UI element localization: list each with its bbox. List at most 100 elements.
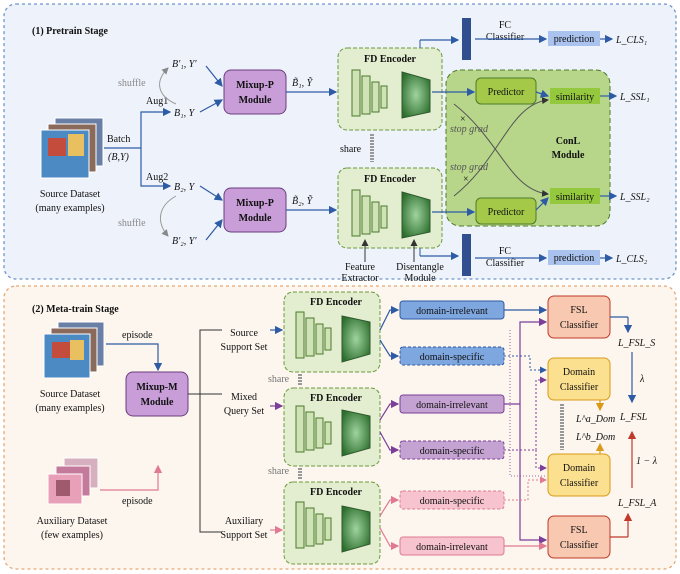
conl-line1: ConL xyxy=(556,136,581,147)
feat-0: domain-irrelevant xyxy=(416,306,488,317)
fc2-line1: FC xyxy=(499,246,512,257)
mixup-m-line1: Mixup-M xyxy=(136,382,178,393)
predictor-2-label: Predictor xyxy=(488,207,525,218)
stage1-source-line1: Source Dataset xyxy=(40,189,100,200)
aux-line2: (few examples) xyxy=(41,530,103,541)
feature-extractor-line2: Extractor xyxy=(341,273,379,284)
stage2-title: (2) Meta-train Stage xyxy=(32,304,119,315)
mixup-p-1-line1: Mixup-P xyxy=(236,80,274,91)
lcls1: L_CLS₁ xyxy=(615,35,647,46)
source-dataset-images-1 xyxy=(40,117,104,179)
lssl2: L_SSL₂ xyxy=(619,192,650,203)
stage1-source-line2: (many examples) xyxy=(35,203,104,214)
fc1-line1: FC xyxy=(499,20,512,31)
dom-bot-line1: Domain xyxy=(563,463,595,474)
set-3-line2: Support Set xyxy=(221,530,268,541)
lcls2: L_CLS₂ xyxy=(615,254,648,265)
set-3-line1: Auxiliary xyxy=(225,516,263,527)
aug2-label: Aug2 xyxy=(146,172,168,183)
aux-dataset-images xyxy=(47,457,99,505)
fd-encoder-1 xyxy=(337,47,443,131)
ldom-b: L^b_Dom xyxy=(575,432,615,443)
fd-encoder-2 xyxy=(337,167,443,249)
predictor-2[interactable] xyxy=(475,197,537,225)
mixup-p-2-line2: Module xyxy=(239,213,272,224)
mixup-p-2-line1: Mixup-P xyxy=(236,198,274,209)
feat-src-specific xyxy=(399,346,505,366)
b1-label: B₁, Y xyxy=(174,108,196,119)
prediction-1: prediction xyxy=(554,34,595,45)
conl-module xyxy=(445,69,611,227)
share-s2-1: share xyxy=(268,374,290,385)
episode-2: episode xyxy=(122,496,153,507)
similarity-1-label: similarity xyxy=(556,92,594,103)
fd-encoder-1-label: FD Encoder xyxy=(364,54,417,65)
similarity-2 xyxy=(550,188,600,204)
feat-2: domain-irrelevant xyxy=(416,400,488,411)
fd-s2-2-label: FD Encoder xyxy=(310,393,363,404)
feat-3: domain-specific xyxy=(420,446,485,457)
fd-s2-3-label: FD Encoder xyxy=(310,487,363,498)
mixed-1-label: B̃₁, Ỹ xyxy=(292,76,314,89)
feat-4: domain-specific xyxy=(420,496,485,507)
batch-label: Batch xyxy=(107,134,130,145)
b2-label: B₂, Y xyxy=(174,182,196,193)
stopgrad-x-1: × xyxy=(460,114,466,125)
feat-aux-specific xyxy=(399,490,505,510)
fc2-line2: Classifier xyxy=(486,258,525,269)
dom-top-line2: Classifier xyxy=(560,382,599,393)
predictor-1[interactable] xyxy=(475,77,537,105)
lfsls: L_FSL_S xyxy=(617,338,655,349)
set-2-line1: Mixed xyxy=(231,392,257,403)
fd-s2-1-label: FD Encoder xyxy=(310,297,363,308)
shuffle-1: shuffle xyxy=(118,78,146,89)
aux-line1: Auxiliary Dataset xyxy=(37,516,108,527)
feat-1: domain-specific xyxy=(420,352,485,363)
share-label-1: share xyxy=(340,144,362,155)
stage1-title: (1) Pretrain Stage xyxy=(32,26,108,37)
fsl-bot-line1: FSL xyxy=(570,525,587,536)
feature-extractor-line1: Feature xyxy=(345,262,376,273)
similarity-1 xyxy=(550,88,600,104)
mixup-m-line2: Module xyxy=(141,397,174,408)
stopgrad-1: stop grad xyxy=(450,124,489,135)
dom-top-line1: Domain xyxy=(563,367,595,378)
fd-encoder-s2-1 xyxy=(283,291,381,373)
set-1-line1: Source xyxy=(230,328,258,339)
feat-5: domain-irrelevant xyxy=(416,542,488,553)
batch-pair: (B,Y) xyxy=(108,152,130,163)
conl-line2: Module xyxy=(552,150,585,161)
predictor-1-label: Predictor xyxy=(488,87,525,98)
dom-bot-line2: Classifier xyxy=(560,478,599,489)
lambda: λ xyxy=(639,374,645,385)
fc1-line2: Classifier xyxy=(486,32,525,43)
prediction-box-1 xyxy=(548,31,600,46)
lfsl: L_FSL xyxy=(619,412,648,423)
fsl-top-line2: Classifier xyxy=(560,320,599,331)
share-s2-2: share xyxy=(268,466,290,477)
b2-prime-label: B′₂, Y′ xyxy=(172,236,197,247)
set-2-line2: Query Set xyxy=(224,406,264,417)
fsl-bot-line2: Classifier xyxy=(560,540,599,551)
domain-classifier-bottom xyxy=(547,453,611,497)
aug1-label: Aug1 xyxy=(146,96,168,107)
disentangle-line2: Module xyxy=(404,273,436,284)
shuffle-2: shuffle xyxy=(118,218,146,229)
stage2-source-line2: (many examples) xyxy=(35,403,104,414)
episode-1: episode xyxy=(122,330,153,341)
set-1-line2: Support Set xyxy=(221,342,268,353)
one-minus-lambda: 1 − λ xyxy=(636,456,658,467)
mixed-2-label: B̃₂, Ỹ xyxy=(292,194,314,207)
fsl-classifier-top xyxy=(547,295,611,339)
fc-classifier-bar-1 xyxy=(462,18,471,60)
feat-mix-specific xyxy=(399,440,505,460)
prediction-box-2 xyxy=(548,250,600,265)
fd-encoder-s2-2 xyxy=(283,387,381,467)
source-dataset-images-2 xyxy=(43,321,105,379)
fc-classifier-bar-2 xyxy=(462,234,471,276)
domain-classifier-top xyxy=(547,357,611,401)
prediction-2: prediction xyxy=(554,253,595,264)
fd-encoder-2-label: FD Encoder xyxy=(364,174,417,185)
mixup-p-module-1 xyxy=(223,69,287,115)
